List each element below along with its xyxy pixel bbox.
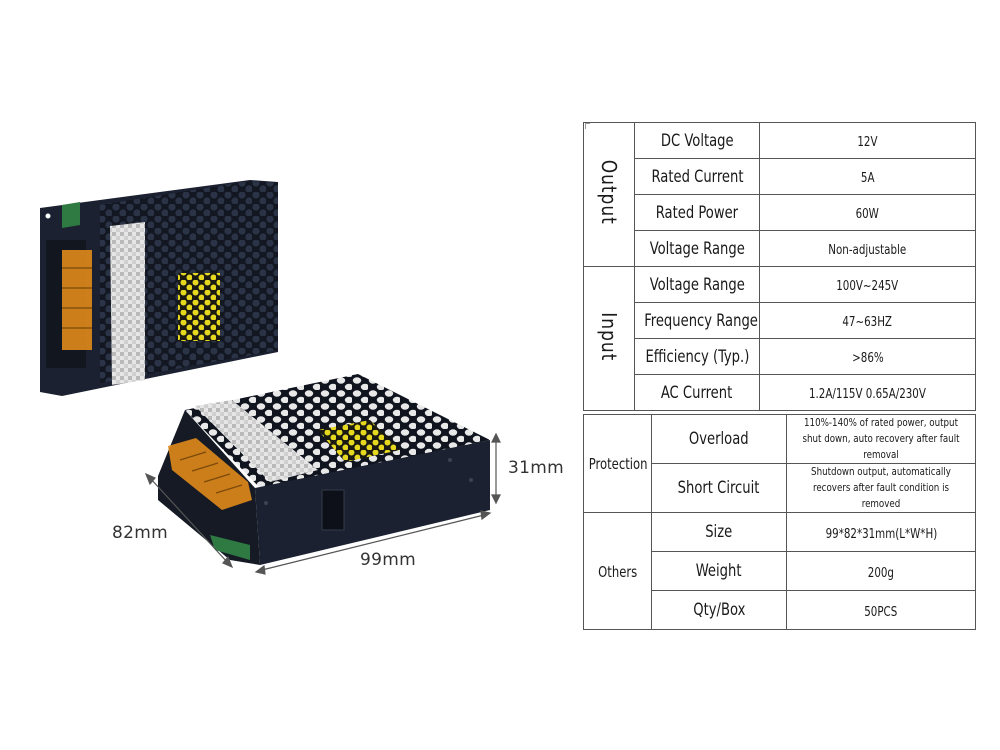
group-cell-output: Output [583, 122, 635, 267]
spec-label: Short Circuit [678, 478, 760, 498]
spec-value: Shutdown output, automatically recovers … [811, 465, 951, 510]
group-cell-others: Others [583, 512, 652, 630]
spec-value: 50PCS [864, 604, 898, 620]
height-dimension-label: 31mm [508, 458, 564, 478]
transformer [178, 273, 220, 341]
table-row: Qty/Box 50PCS [584, 590, 976, 630]
group-cell-input: Input [583, 266, 635, 411]
unit-perspective-view [158, 374, 490, 565]
width-dimension-label: 82mm [112, 523, 168, 543]
table-row: Input Voltage Range 100V~245V [583, 266, 976, 411]
spec-value: >86% [851, 351, 884, 366]
table-row: Protection Overload 110%-140% of rated p… [583, 414, 976, 513]
length-dimension-label: 99mm [360, 550, 416, 570]
dimension-arrows [144, 432, 501, 575]
table-row: Efficiency (Typ.) >86% [584, 338, 976, 375]
spec-label: Qty/Box [692, 600, 746, 620]
spec-value: 12V [857, 135, 878, 150]
unit-front-view [40, 180, 278, 396]
group-label-others: Others [597, 562, 637, 581]
spec-value: 110%-140% of rated power, output shut do… [802, 416, 960, 461]
table-row: Voltage Range Non-adjustable [584, 230, 976, 267]
spec-label: Frequency Range [644, 310, 758, 331]
product-illustration: 82mm 99mm 31mm [40, 180, 564, 575]
spec-label: Size [705, 522, 733, 542]
table-row: Others Size 99*82*31mm(L*W*H) [583, 512, 976, 630]
spec-table-electrical: Output DC Voltage 12V Rated Current 5A R… [583, 122, 976, 411]
spec-label: Rated Current [650, 166, 743, 187]
spec-label: Efficiency (Typ.) [645, 346, 749, 367]
table-row: Output DC Voltage 12V [583, 122, 976, 267]
power-supply-drawing [40, 180, 501, 575]
spec-table-general: Protection Overload 110%-140% of rated p… [583, 414, 976, 630]
group-label-protection: Protection [588, 455, 648, 473]
group-cell-protection: Protection [583, 414, 652, 513]
spec-label: Weight [696, 561, 742, 581]
table-row: AC Current 1.2A/115V 0.65A/230V [584, 374, 976, 411]
spec-label: Overload [689, 429, 749, 449]
table-row: Rated Current 5A [584, 158, 976, 195]
group-label-output: Output [597, 159, 621, 226]
spec-value: 200g [867, 565, 895, 581]
spec-label: DC Voltage [660, 130, 734, 151]
spec-label: Voltage Range [649, 238, 745, 259]
spec-value: 1.2A/115V 0.65A/230V [809, 387, 926, 402]
spec-label: AC Current [661, 382, 733, 403]
spec-value: 5A [860, 171, 875, 186]
spec-label: Rated Power [655, 202, 739, 223]
spec-value: 60W [855, 207, 880, 222]
spec-value: 100V~245V [836, 279, 899, 294]
label-sticker [110, 222, 145, 385]
table-row: Rated Power 60W [584, 194, 976, 231]
spec-label: Voltage Range [649, 274, 745, 295]
spec-value: Non-adjustable [828, 243, 907, 258]
table-row: Frequency Range 47~63HZ [584, 302, 976, 339]
group-label-input: Input [597, 311, 621, 362]
spec-value: 99*82*31mm(L*W*H) [825, 526, 937, 542]
terminal-cover [62, 250, 92, 350]
spec-value: 47~63HZ [842, 315, 893, 330]
